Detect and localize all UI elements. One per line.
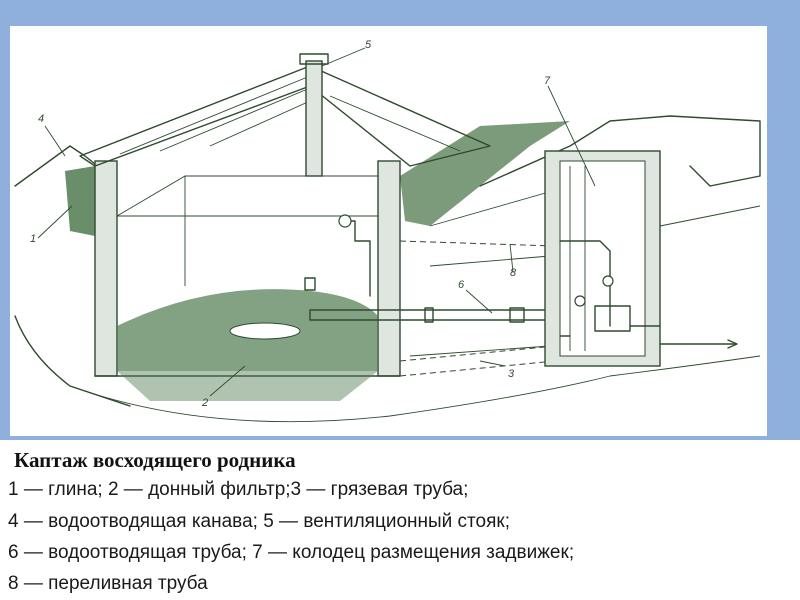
leader-lines (37, 47, 596, 397)
mud-pipe-dashed-2 (399, 360, 556, 377)
legend-line: 4 — водоотводящая канава; 5 — вентиляцио… (8, 511, 510, 532)
wall-left (94, 160, 118, 377)
legend-line: 1 — глина; 2 — донный фильтр;3 — грязева… (8, 479, 469, 500)
valve-well-ladder (569, 166, 586, 351)
stack-cap (299, 53, 329, 65)
callout-7: 7 (544, 75, 551, 87)
valve-riser (559, 240, 611, 327)
valve-well-inner (559, 160, 646, 357)
callout-2: 2 (201, 397, 208, 409)
wall-right (377, 160, 401, 377)
bottom-filter-under (117, 371, 378, 401)
soil-slope-right (409, 185, 761, 357)
ventilation-stack (305, 60, 323, 177)
pipe-coupling-2 (509, 307, 525, 323)
ground-line-right (479, 115, 761, 187)
spring-capture-diagram: 1 2 3 4 5 6 7 8 (14, 39, 761, 423)
overflow-pipe-inner (339, 220, 371, 297)
caption-title: Каптаж восходящего родника (14, 448, 296, 472)
ground-bottom (69, 355, 761, 423)
valve-body (594, 305, 631, 332)
pipe-coupling-1 (424, 307, 434, 323)
callout-8: 8 (510, 267, 517, 279)
callout-3: 3 (508, 368, 515, 380)
gravel-strip-right (400, 121, 570, 226)
clay-zone (65, 166, 95, 236)
legend-line: 6 — водоотводящая труба; 7 — колодец раз… (8, 542, 575, 563)
overflow-fitting (338, 214, 352, 228)
roof-hatch (119, 75, 461, 155)
callout-4: 4 (38, 113, 44, 125)
valve-handwheel (574, 295, 586, 307)
inner-box (116, 175, 378, 286)
overflow-pipe-dashed (399, 240, 556, 247)
roof (79, 65, 491, 167)
mud-pipe-dashed (399, 345, 556, 362)
outlet-arrow (727, 339, 738, 349)
float-valve (304, 277, 316, 291)
valve-upper (602, 275, 614, 287)
callout-5: 5 (365, 39, 372, 51)
diagram-panel: 1 2 3 4 5 6 7 8 (10, 26, 767, 436)
outlet-pipe (559, 325, 736, 345)
spring-inlet (229, 322, 301, 340)
callout-1: 1 (30, 233, 36, 245)
callout-6: 6 (458, 279, 465, 291)
caption-panel: Каптаж восходящего родника 1 — глина; 2 … (0, 440, 800, 600)
legend-line: 8 — переливная труба (8, 573, 208, 594)
